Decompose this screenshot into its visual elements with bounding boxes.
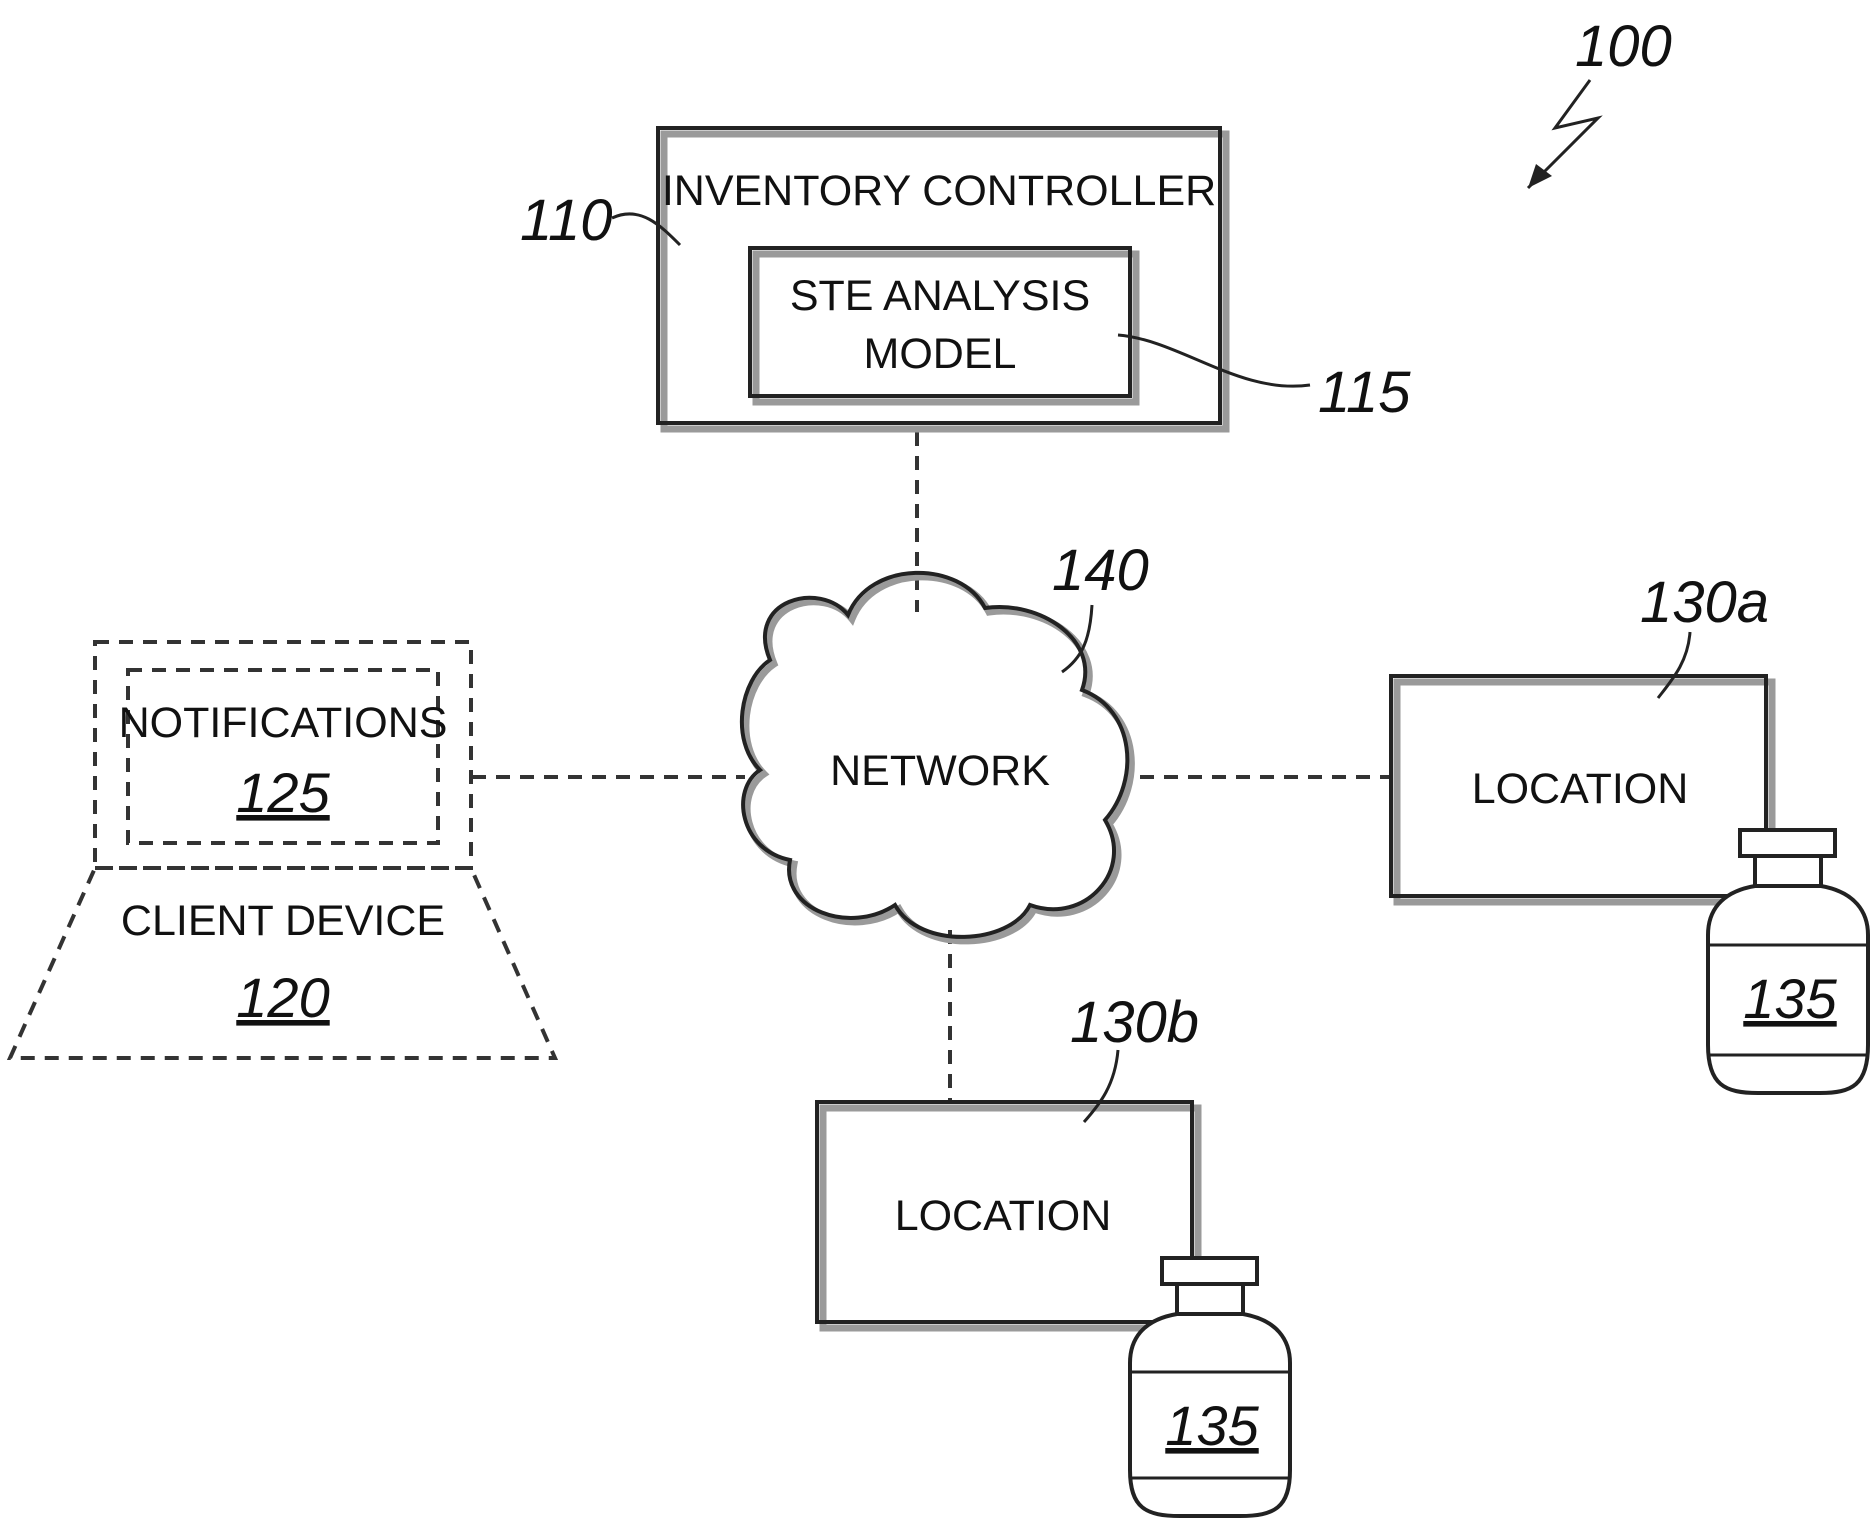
ste-model-leader: [1118, 335, 1310, 386]
container-a-cap: [1740, 830, 1835, 856]
ste-model-ref: 115: [1318, 360, 1411, 425]
location-a-ref: 130a: [1640, 570, 1769, 635]
figure-ref-label: 100: [1575, 14, 1672, 79]
location-a-leader: [1658, 632, 1690, 698]
container-a-ref: 135: [1743, 967, 1837, 1030]
network-cloud: NETWORK: [742, 573, 1131, 941]
container-b: 135: [1130, 1258, 1290, 1516]
container-a: 135: [1708, 830, 1868, 1093]
client-device-screen: [95, 642, 471, 868]
client-device-label: CLIENT DEVICE: [121, 897, 445, 945]
inventory-controller-leader: [612, 214, 680, 245]
container-b-cap: [1162, 1258, 1257, 1284]
location-b-label: LOCATION: [895, 1192, 1112, 1240]
network-ref: 140: [1052, 538, 1149, 603]
ste-model-label-line2: MODEL: [864, 330, 1017, 378]
ste-analysis-model-box: STE ANALYSIS MODEL: [750, 248, 1136, 402]
container-a-neck: [1755, 856, 1821, 886]
notifications-box: NOTIFICATIONS 125: [119, 670, 448, 843]
location-a-box: LOCATION: [1391, 676, 1772, 902]
inventory-controller-label: INVENTORY CONTROLLER: [662, 167, 1216, 215]
ste-model-label-line1: STE ANALYSIS: [790, 272, 1090, 320]
client-device-ref: 120: [236, 966, 329, 1029]
inventory-controller-ref: 110: [520, 188, 612, 253]
notifications-label: NOTIFICATIONS: [119, 699, 448, 747]
container-b-ref: 135: [1165, 1394, 1259, 1457]
location-b-box: LOCATION: [817, 1102, 1198, 1328]
location-b-ref: 130b: [1070, 990, 1199, 1055]
location-a-label: LOCATION: [1472, 765, 1689, 813]
network-label: NETWORK: [830, 747, 1050, 795]
container-b-neck: [1177, 1284, 1243, 1314]
notifications-ref: 125: [236, 761, 330, 824]
